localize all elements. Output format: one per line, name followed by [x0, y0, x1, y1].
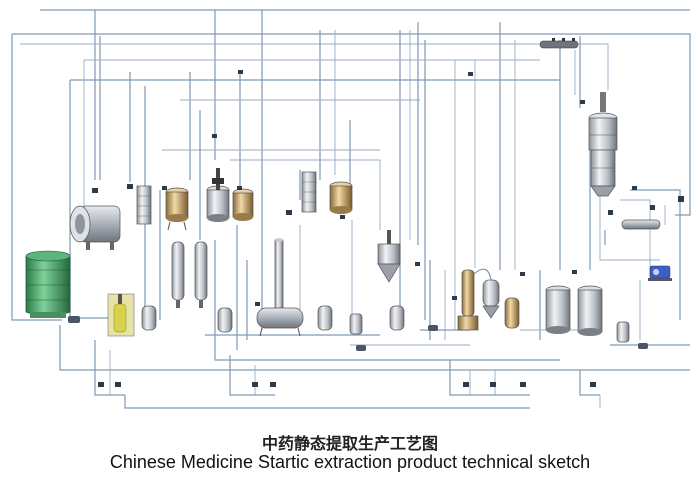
filter-column-2 [194, 241, 208, 308]
receiving-tank-4 [349, 313, 363, 335]
valves [92, 70, 684, 387]
storage-tank-large-1 [545, 285, 571, 334]
receiving-tank-6 [616, 321, 630, 343]
pump-1 [68, 316, 80, 323]
multifunction-extraction-column [588, 92, 618, 197]
receiving-tank-3 [317, 305, 333, 331]
extraction-tank-2 [206, 168, 230, 222]
extraction-tank-1 [165, 187, 189, 231]
vacuum-pump [648, 265, 672, 281]
extraction-tank-4 [329, 181, 353, 214]
evaporator-heater [457, 269, 479, 331]
evaporator-separator [473, 268, 500, 319]
extraction-tank-3 [232, 188, 254, 221]
pump-3 [428, 325, 438, 331]
process-flow-diagram [11, 9, 691, 409]
pump-2 [356, 345, 366, 351]
filter-column-1 [171, 241, 185, 308]
title-english: Chinese Medicine Startic extraction prod… [109, 452, 591, 472]
title-chinese: 中药静态提取生产工艺图 [261, 434, 438, 453]
horizontal-concentrate-tank [256, 307, 304, 337]
conical-settling-tank [377, 230, 401, 283]
evaporator-condenser [504, 297, 520, 329]
cooling-tower [25, 250, 71, 318]
storage-tank-large-2 [577, 285, 603, 336]
heat-exchanger [621, 219, 661, 230]
receiving-tank-2 [217, 307, 233, 333]
recovery-column [274, 238, 284, 309]
pump-4 [638, 343, 648, 349]
condenser-column-1 [136, 185, 152, 225]
horizontal-storage-tank [69, 205, 121, 250]
receiving-tank-5 [389, 305, 405, 331]
steam-header-distributor [539, 38, 579, 49]
condenser-column-2 [301, 171, 317, 213]
receiving-tank-1 [141, 305, 157, 331]
dosing-mixer-unit [107, 293, 135, 337]
